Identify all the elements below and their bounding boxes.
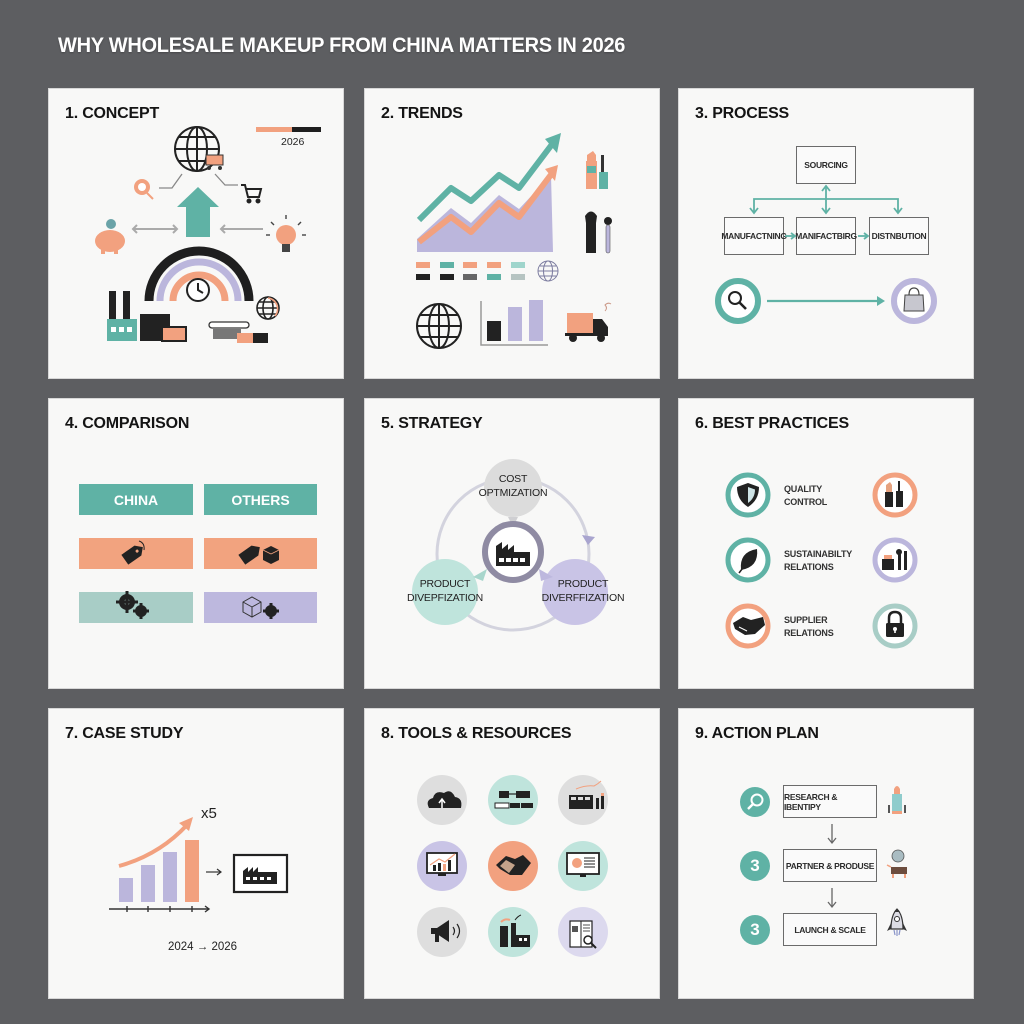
growth-bars-icon [109,817,289,913]
strategy-label-left-2: DIVEPFIZATION [407,592,483,604]
strategy-node-cost [484,459,542,517]
trend-lines-icon [416,133,561,252]
globe-icon [537,260,559,282]
action-plan-glyphs [827,786,907,936]
strategy-label-cost-2: OPTMIZATION [478,487,548,499]
search-icon [715,278,761,324]
concept-illustration [95,126,306,343]
shopping-bag-icon [891,278,937,324]
panel-title: 2. TRENDS [381,105,463,122]
strategy-cycle [412,459,608,632]
process-connectors [715,184,937,324]
clock-icon [186,278,210,302]
search-icon [747,793,764,810]
process-box-manufacturing-1: MANUFACTNING [721,217,787,255]
comparison-cell [204,538,317,569]
step-marker: 3 [740,915,770,945]
panel-title: 1. CONCEPT [65,105,160,122]
lightbulb-icon [266,215,306,252]
action-step-research: RESEARCH & IBENTIPY [783,785,877,818]
lipstick-icon [885,481,903,507]
leaf-icon [738,549,758,574]
factory-icon [232,853,289,894]
panel-strategy: 5. STRATEGY COST OPTMIZATION PRODUCT DIV… [364,398,660,689]
factory-icon [107,291,137,341]
price-tag-box-icon [238,545,280,565]
globe-icon [256,296,280,320]
shopping-cart-icon [241,184,263,204]
warehouse-icon [140,314,187,342]
trends-illustration [416,133,612,349]
year-label: 2026 [281,136,305,148]
handshake-icon [733,617,765,635]
gears-icon [116,591,149,619]
strategy-label-right-2: DIVERFFIZATION [541,592,625,604]
money-magnifier-icon [134,179,154,200]
panel-title: 4. COMPARISON [65,415,190,432]
action-step-launch: LAUNCH & SCALE [783,913,877,946]
cart-on-globe [205,154,224,170]
panel-title: 6. BEST PRACTICES [695,415,849,432]
panel-title: 5. STRATEGY [381,415,483,432]
process-box-sourcing: SOURCING [796,146,856,184]
period-label: 2024 → 2026 [168,941,238,953]
comparison-header-others: OTHERS [204,484,317,515]
panel-action-plan: 9. ACTION PLAN 3 3 RESEARCH & IBENTIPY P… [678,708,974,999]
arc-gauge-icon [144,246,254,302]
panel-best-practices: 6. BEST PRACTICES [678,398,974,689]
delivery-truck-icon [565,302,612,342]
page-title: WHY WHOLESALE MAKEUP FROM CHINA MATTERS … [58,33,626,57]
step-marker-search [740,787,770,817]
globe-icon-large [416,303,462,349]
makeup-kit-icon [882,549,907,570]
panel-comparison: 4. COMPARISON CHINA OTHERS [48,398,344,689]
up-arrow-icon [177,187,219,237]
strategy-label-left-1: PRODUCT [419,578,471,590]
bar-chart-icon [480,300,548,346]
strategy-label-cost-1: COST [498,473,528,485]
best-practice-icons [725,472,918,649]
factory-icon [496,542,530,566]
panel-title: 9. ACTION PLAN [695,725,819,742]
process-box-distribution: DISTNBUTION [869,217,929,255]
lipstick-icon [888,786,906,814]
panel-trends: 2. TRENDS [364,88,660,379]
strategy-node-right [542,559,608,625]
comparison-header-china: CHINA [79,484,193,515]
shield-icon [737,483,759,507]
rocket-icon [887,908,907,936]
strategy-label-right-1: PRODUCT [557,578,609,590]
swatches-icon [416,262,525,280]
multiplier-label: x5 [201,805,217,822]
brush-icon [585,211,612,254]
panel-title: 7. CASE STUDY [65,725,184,742]
action-step-partner: PARTNER & PRODUSE [783,849,877,882]
panel-case-study: 7. CASE STUDY x5 2024 → 2026 [48,708,344,999]
comparison-icons [116,540,280,619]
globe-cart-icon [174,126,220,172]
lock-icon [886,610,904,637]
step-marker: 3 [740,851,770,881]
box-gear-icon [242,596,279,619]
workflow-icon [488,775,538,825]
tool-glyphs [426,780,604,949]
progress-bar [256,127,321,132]
globe-cart-icon [886,849,907,878]
panel-concept: 1. CONCEPT 2026 [48,88,344,379]
process-box-manufacturing-2: MANIFACTBIRG [795,217,857,255]
panel-title: 3. PROCESS [695,105,790,122]
lipstick-icon [586,151,608,189]
panel-title: 8. TOOLS & RESOURCES [381,725,572,742]
cosmetics-icon [208,321,268,343]
comparison-cell [79,592,193,623]
price-tag-icon [121,545,143,565]
piggy-bank-icon [95,219,125,254]
panel-process: 3. PROCESS SOURCING MANUFACTNING MANIFAC… [678,88,974,379]
strategy-node-left [412,559,478,625]
panel-tools-resources: 8. TOOLS & RESOURCES [364,708,660,999]
